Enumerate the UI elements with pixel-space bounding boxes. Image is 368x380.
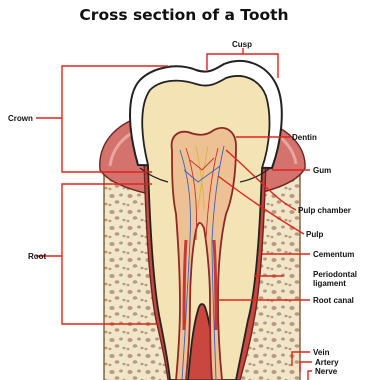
label-artery: Artery	[315, 358, 339, 367]
label-root-canal: Root canal	[313, 296, 354, 305]
label-dentin: Dentin	[292, 133, 317, 142]
label-vein: Vein	[313, 348, 329, 357]
nerve-leader	[308, 371, 312, 380]
label-pulp-chamber: Pulp chamber	[298, 206, 351, 215]
label-periodontal-ligament: Periodontal ligament	[313, 270, 357, 288]
label-nerve: Nerve	[315, 367, 337, 376]
label-crown: Crown	[8, 114, 33, 123]
label-cusp: Cusp	[232, 40, 252, 49]
label-gum: Gum	[313, 166, 331, 175]
label-pulp: Pulp	[306, 230, 323, 239]
label-cementum: Cementum	[313, 250, 354, 259]
label-root: Root	[28, 252, 46, 261]
